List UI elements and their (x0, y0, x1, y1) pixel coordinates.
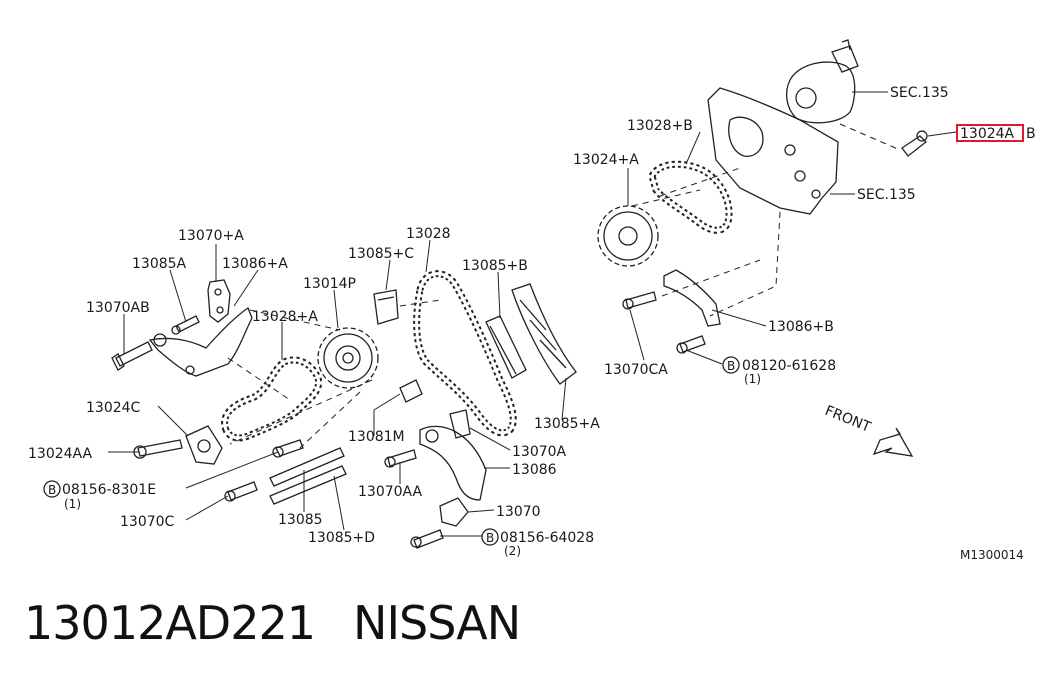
bolt-symbol-b-3: B (727, 359, 735, 373)
qty-08156-64028: (2) (504, 544, 521, 558)
label-13028: 13028 (406, 226, 451, 242)
label-13070: 13070 (496, 504, 541, 520)
bolt-08156-8301e (272, 439, 304, 458)
guide-13085-plus-a (511, 283, 577, 385)
label-13070ab: 13070AB (86, 300, 150, 316)
sec-135-pump (785, 39, 859, 124)
label-13070-plus-a: 13070+A (178, 228, 244, 244)
label-13085-plus-c: 13085+C (348, 246, 414, 262)
bolt-13085a (171, 315, 200, 335)
label-13028-plus-b: 13028+B (627, 118, 693, 134)
guide-13085-plus-c (373, 289, 399, 325)
front-label: FRONT (823, 403, 874, 436)
sprocket-13024-plus-a (597, 205, 659, 267)
bolt-13070a (449, 409, 471, 439)
tensioner-13070 (439, 497, 469, 527)
bolt-13070c (224, 481, 258, 502)
label-13085: 13085 (278, 512, 323, 528)
timing-chain-13028 (413, 270, 517, 437)
bolt-symbol-icon (722, 356, 740, 374)
guide-13085-plus-b (485, 315, 527, 379)
label-13085-plus-d: 13085+D (308, 530, 375, 546)
label-13086-plus-b: 13086+B (768, 319, 834, 335)
part-number: 13012AD221 (24, 596, 316, 650)
label-13086-plus-a: 13086+A (222, 256, 288, 272)
label-13024a-suffix: B (1026, 126, 1036, 142)
label-13085a: 13085A (132, 256, 187, 272)
label-13028-plus-a: 13028+A (252, 309, 318, 325)
label-13070aa: 13070AA (358, 484, 423, 500)
label-13070ca: 13070CA (604, 362, 668, 378)
bolt-13024aa (133, 439, 183, 459)
label-13085-plus-a: 13085+A (534, 416, 600, 432)
bracket-13086-plus-b (663, 269, 721, 327)
label-13024aa: 13024AA (28, 446, 93, 462)
qty-08156-8301e: (1) (64, 497, 81, 511)
label-13085-plus-b: 13085+B (462, 258, 528, 274)
brand-name: NISSAN (353, 596, 521, 650)
bolt-08156-64028 (410, 529, 444, 549)
label-sec-135-top: SEC.135 (890, 85, 949, 101)
front-cover-housing (707, 87, 839, 215)
leader-lines (108, 91, 957, 537)
tensioner-arm-13086 (419, 425, 487, 501)
label-13014p: 13014P (303, 276, 356, 292)
bolt-08120-61628 (676, 335, 706, 354)
timing-chain-13028-plus-a (221, 356, 323, 442)
label-13081m: 13081M (348, 429, 405, 445)
label-13070a: 13070A (512, 444, 567, 460)
bolt-symbol-b-1: B (48, 483, 56, 497)
label-sec-135-side: SEC.135 (857, 187, 916, 203)
label-13024-plus-a: 13024+A (573, 152, 639, 168)
bolt-symbol-b-2: B (486, 531, 494, 545)
bolt-symbol-icon (481, 528, 499, 546)
sprocket-13014p (317, 327, 379, 389)
label-13086: 13086 (512, 462, 557, 478)
tensioner-13070-plus-a (207, 279, 231, 323)
bolt-13024a (901, 130, 928, 157)
highlight-box (956, 124, 1024, 142)
label-13024c: 13024C (86, 400, 141, 416)
part-caption: 13012AD221 NISSAN (24, 596, 521, 650)
diagram-id: M1300014 (960, 548, 1024, 562)
callout-labels: 13070+A 13085A 13086+A 13085+C 13028 130… (28, 85, 1036, 562)
label-08156-64028: 08156-64028 (500, 530, 594, 546)
label-08120-61628: 08120-61628 (742, 358, 836, 374)
bolt-13070ab (111, 341, 153, 371)
label-13070c: 13070C (120, 514, 175, 530)
chain-guide-13086-plus-a (148, 307, 253, 377)
label-08156-8301e: 08156-8301E (62, 482, 156, 498)
bolt-symbol-icon (43, 480, 61, 498)
plate-13024c (185, 425, 223, 465)
qty-08120-61628: (1) (744, 372, 761, 386)
bolt-13070ca (622, 291, 657, 310)
front-arrow-icon (872, 427, 914, 457)
assembly-line (631, 123, 901, 317)
timing-chain-13028-plus-b (648, 160, 733, 234)
label-13024a: 13024A (960, 126, 1015, 142)
assembly-line (227, 299, 441, 449)
guide-13085 (269, 447, 347, 505)
bolt-13070aa (384, 449, 417, 468)
part-13081m (399, 379, 423, 403)
timing-chain-parts-diagram: 13070+A 13085A 13086+A 13085+C 13028 130… (28, 39, 1036, 562)
